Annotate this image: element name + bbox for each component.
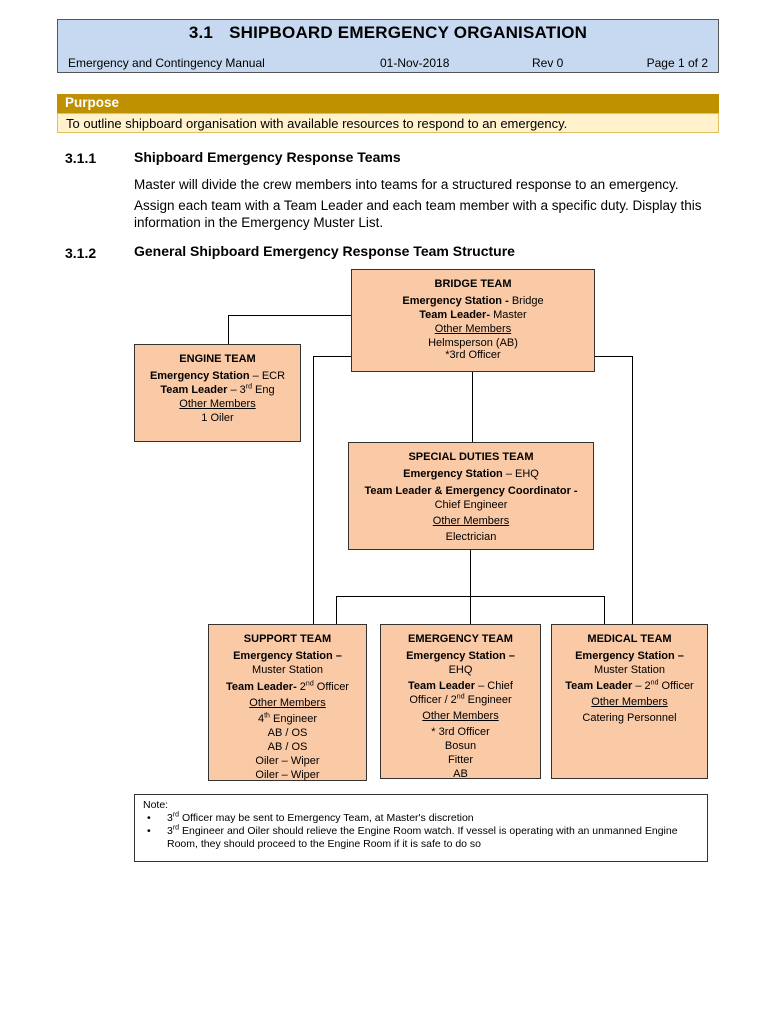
other-members-label: Other Members xyxy=(249,697,326,709)
medical-team-box: MEDICAL TEAM Emergency Station – Muster … xyxy=(551,624,708,779)
team-leader: Team Leader – 3rd Eng xyxy=(160,383,275,396)
member: AB xyxy=(453,768,468,780)
member: Helmsperson (AB) xyxy=(428,337,518,349)
connector-line xyxy=(472,372,473,442)
emergency-station: Muster Station xyxy=(594,664,665,676)
emergency-station: EHQ xyxy=(448,664,473,676)
note-item: 3rd Engineer and Oiler should relieve th… xyxy=(143,825,699,851)
section-3-1-2-number: 3.1.2 xyxy=(65,245,97,261)
bridge-team-box: BRIDGE TEAM Emergency Station - Bridge T… xyxy=(351,269,595,372)
emergency-team-box: EMERGENCY TEAM Emergency Station – EHQ T… xyxy=(380,624,541,780)
paragraph: Assign each team with a Team Leader and … xyxy=(134,198,702,230)
member: *3rd Officer xyxy=(445,349,501,361)
emergency-station: Emergency Station - Bridge xyxy=(402,295,544,307)
team-name: SPECIAL DUTIES TEAM xyxy=(408,451,534,463)
note-box: Note: 3rd Officer may be sent to Emergen… xyxy=(134,794,708,862)
team-leader: Team Leader – 2nd Officer xyxy=(565,679,694,692)
member: Oiler – Wiper xyxy=(255,755,320,767)
note-label: Note: xyxy=(143,799,169,811)
team-leader: Chief Engineer xyxy=(434,499,508,511)
member: 1 Oiler xyxy=(201,412,234,424)
team-leader: Team Leader- 2nd Officer xyxy=(226,680,349,693)
section-3-1-1-number: 3.1.1 xyxy=(65,150,97,166)
note-item: 3rd Officer may be sent to Emergency Tea… xyxy=(143,812,699,826)
connector-line xyxy=(470,549,471,624)
connector-line xyxy=(313,356,352,357)
member: Fitter xyxy=(447,754,474,766)
member: Electrician xyxy=(445,531,497,543)
other-members-label: Other Members xyxy=(432,515,510,527)
connector-line xyxy=(336,596,337,624)
connector-line xyxy=(594,356,633,357)
emergency-station: Emergency Station – ECR xyxy=(149,370,286,382)
paragraph: Master will divide the crew members into… xyxy=(134,177,679,192)
purpose-heading: Purpose xyxy=(57,94,719,113)
section-title: SHIPBOARD EMERGENCY ORGANISATION xyxy=(229,23,588,42)
section-3-1-2-title: General Shipboard Emergency Response Tea… xyxy=(134,243,515,259)
page-number: Page 1 of 2 xyxy=(646,56,708,70)
emergency-station: Emergency Station – EHQ xyxy=(403,468,539,480)
member: Bosun xyxy=(444,740,477,752)
other-members-label: Other Members xyxy=(179,398,256,410)
support-team-box: SUPPORT TEAM Emergency Station – Muster … xyxy=(208,624,367,781)
special-duties-team-box: SPECIAL DUTIES TEAM Emergency Station – … xyxy=(348,442,594,550)
member: Catering Personnel xyxy=(582,712,677,724)
connector-line xyxy=(228,315,352,316)
connector-line xyxy=(228,315,229,345)
team-name: BRIDGE TEAM xyxy=(434,278,512,290)
emergency-station-label: Emergency Station – xyxy=(575,650,684,662)
other-members-label: Other Members xyxy=(591,696,668,708)
section-3-1-1-title: Shipboard Emergency Response Teams xyxy=(134,149,401,165)
team-name: EMERGENCY TEAM xyxy=(408,633,513,645)
member: AB / OS xyxy=(267,727,308,739)
member: Oiler – Wiper xyxy=(255,769,320,781)
team-name: SUPPORT TEAM xyxy=(243,633,332,645)
emergency-station: Muster Station xyxy=(252,664,323,676)
connector-line xyxy=(632,356,633,624)
team-leader-label: Team Leader & Emergency Coordinator - xyxy=(364,485,578,497)
member: AB / OS xyxy=(267,741,308,753)
revision: Rev 0 xyxy=(532,56,564,70)
connector-line xyxy=(313,356,314,624)
page-title: 3.1 SHIPBOARD EMERGENCY ORGANISATION xyxy=(58,23,718,43)
purpose-text: To outline shipboard organisation with a… xyxy=(57,113,719,133)
emergency-station-label: Emergency Station – xyxy=(406,650,515,662)
engine-team-box: ENGINE TEAM Emergency Station – ECR Team… xyxy=(134,344,301,442)
member: 4th Engineer xyxy=(257,712,318,725)
team-leader-cont: Officer / 2nd Engineer xyxy=(409,693,512,706)
other-members-label: Other Members xyxy=(422,710,499,722)
team-name: MEDICAL TEAM xyxy=(587,633,672,645)
manual-name: Emergency and Contingency Manual xyxy=(68,56,265,70)
team-leader: Team Leader- Master xyxy=(419,309,527,321)
other-members-label: Other Members xyxy=(434,323,512,335)
connector-line xyxy=(604,596,605,624)
connector-line xyxy=(336,596,604,597)
emergency-station-label: Emergency Station – xyxy=(233,650,342,662)
section-number: 3.1 xyxy=(188,23,214,42)
member: * 3rd Officer xyxy=(431,726,490,738)
issue-date: 01-Nov-2018 xyxy=(380,56,450,70)
document-header: 3.1 SHIPBOARD EMERGENCY ORGANISATION Emer… xyxy=(57,19,719,73)
team-leader: Team Leader – Chief xyxy=(408,680,513,692)
note-list: 3rd Officer may be sent to Emergency Tea… xyxy=(143,812,699,851)
team-name: ENGINE TEAM xyxy=(179,353,256,365)
